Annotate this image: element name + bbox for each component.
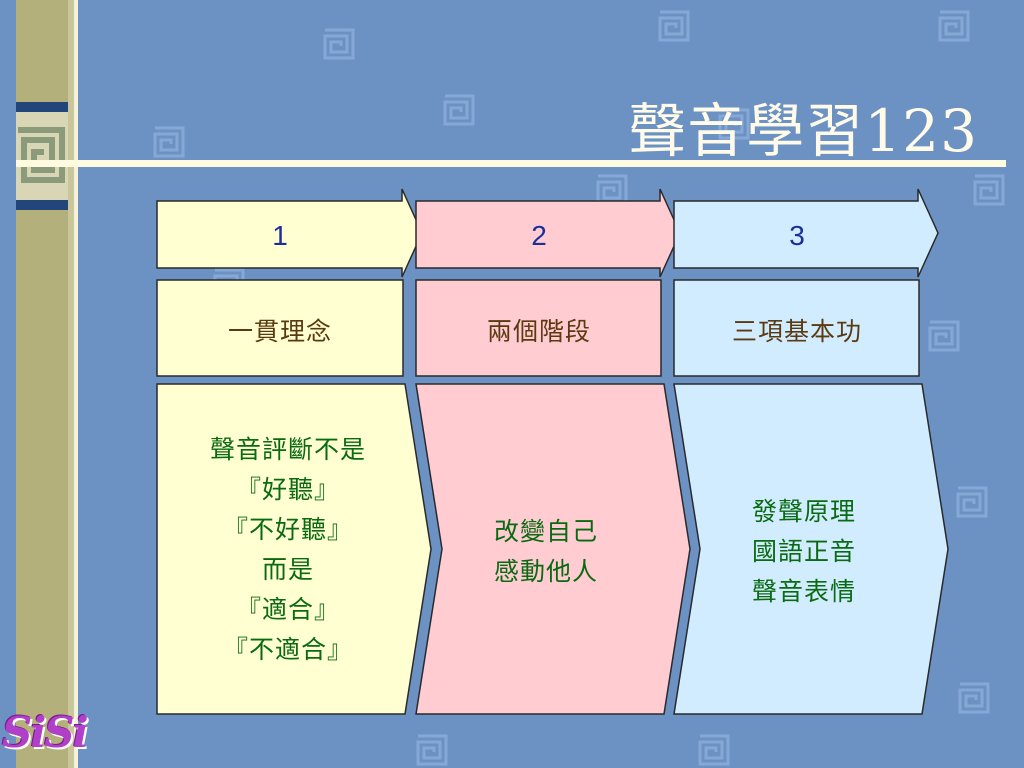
column-2-body: 改變自己 感動他人 [426,512,666,592]
body-line: 改變自己 [493,517,598,546]
column-1-label: 一貫理念 [227,317,332,346]
body-line: 而是 [261,555,314,584]
column-2-label: 兩個階段 [486,317,591,346]
column-1-body: 聲音評斷不是 『好聽』 『不好聽』 而是 『適合』 『不適合』 [157,430,419,670]
column-3-content-panel [673,383,949,715]
body-line: 國語正音 [751,537,856,566]
column-2-number: 2 [531,220,547,251]
column-3-body: 發聲原理 國語正音 聲音表情 [684,492,924,612]
sisi-logo: SiSi [2,708,89,757]
column-1-content-panel [156,383,432,715]
column-3-label-box [673,279,920,377]
column-2-content-panel [415,383,691,715]
body-line: 『不好聽』 [222,515,353,544]
body-line: 『不適合』 [222,635,353,664]
body-line: 『好聽』 [235,475,340,504]
column-2-label-box [415,279,662,377]
body-line: 聲音評斷不是 [209,435,366,464]
column-3-header-arrow [673,188,939,278]
title-rule [16,160,1006,167]
body-line: 發聲原理 [751,497,856,526]
body-line: 感動他人 [493,557,598,586]
column-3-number: 3 [789,220,805,251]
column-1-label-box [156,279,404,377]
column-1-number: 1 [272,220,288,251]
column-1-header-arrow [156,188,423,278]
column-3-label: 三項基本功 [731,317,862,346]
column-2-header-arrow [415,188,681,278]
body-line: 聲音表情 [751,577,856,606]
body-line: 『適合』 [235,595,340,624]
slide-title: 聲音學習123 [628,97,978,165]
